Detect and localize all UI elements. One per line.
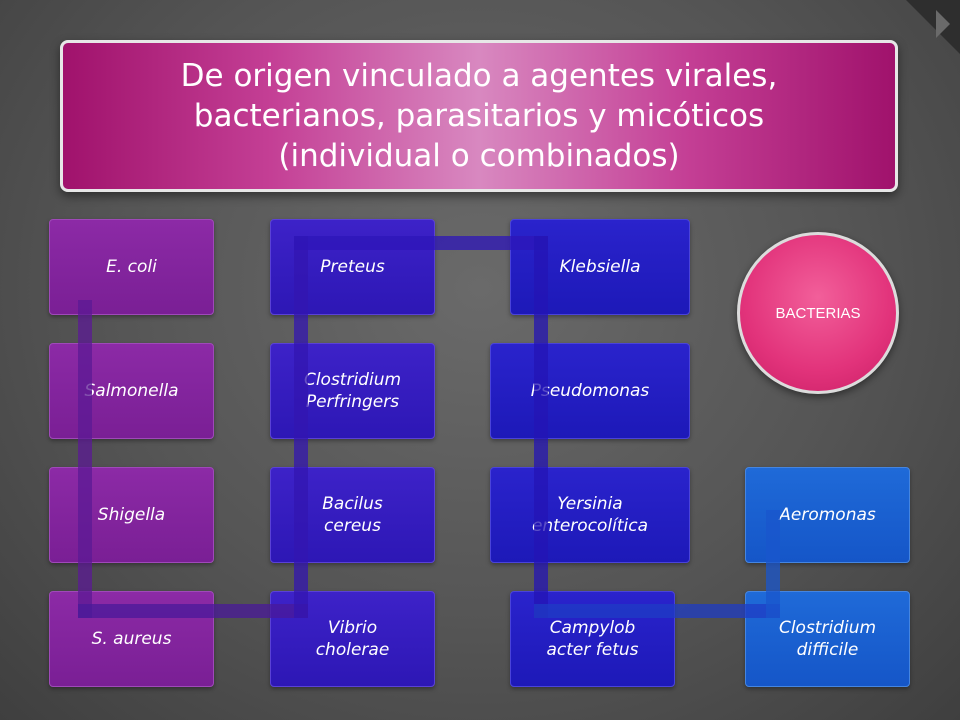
box-pseudomonas: Pseudomonas [490, 343, 690, 439]
box-shigella: Shigella [49, 467, 214, 563]
connector-line [534, 236, 548, 618]
connector-line [294, 236, 308, 618]
box-salmonella: Salmonella [49, 343, 214, 439]
title-banner: De origen vinculado a agentes virales, b… [60, 40, 898, 192]
bacterias-badge: BACTERIAS [737, 232, 899, 394]
connector-line [294, 236, 548, 250]
connector-line [534, 604, 780, 618]
chevron-right-icon [906, 0, 960, 54]
box-e-coli: E. coli [49, 219, 214, 315]
box-yersinia-enterocolitica: Yersinia enterocolítica [490, 467, 690, 563]
connector-line [78, 300, 92, 618]
banner-title: De origen vinculado a agentes virales, b… [180, 58, 778, 174]
badge-label: BACTERIAS [775, 304, 861, 322]
connector-line [766, 510, 780, 618]
connector-line [78, 604, 308, 618]
